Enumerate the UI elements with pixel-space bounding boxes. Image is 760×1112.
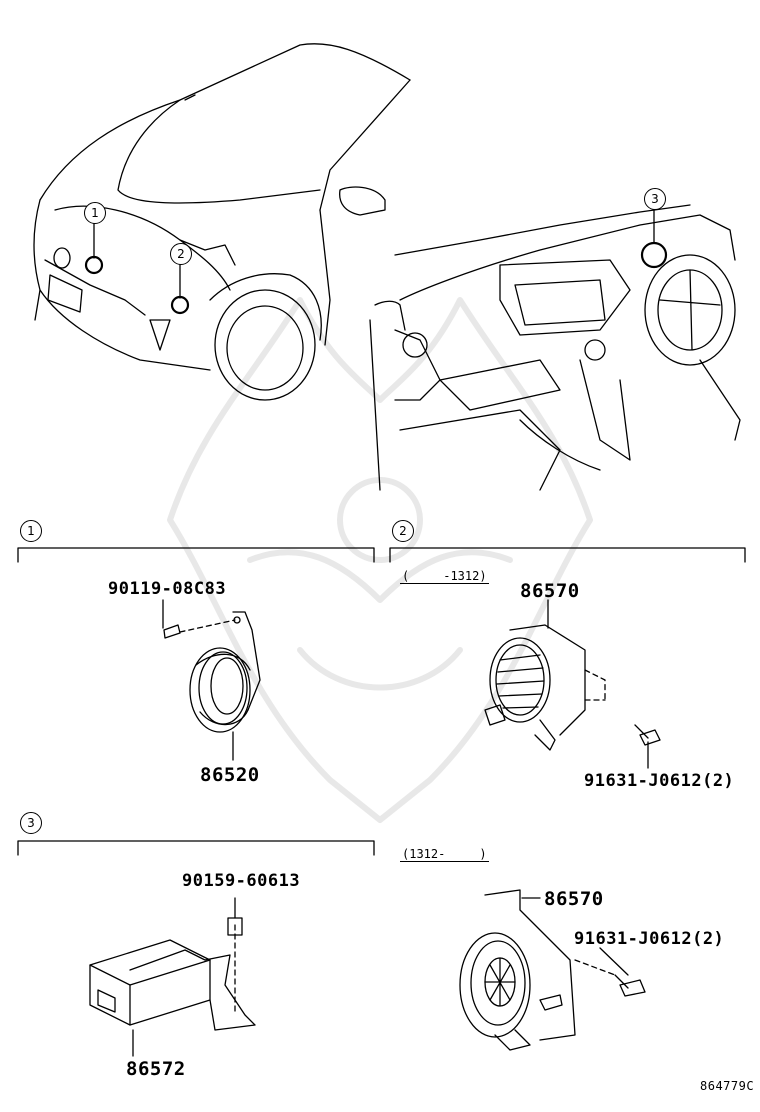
watermark-emblem	[167, 297, 593, 823]
part-label-86572: 86572	[126, 1058, 186, 1080]
part-label-90159-60613: 90159-60613	[182, 871, 301, 891]
figure-id: 864779C	[700, 1079, 755, 1093]
controller-illustration	[89, 897, 256, 1057]
horn-illustration	[162, 599, 261, 761]
car-front-illustration	[33, 43, 411, 401]
range-note-from-1312: (1312-)	[400, 847, 489, 862]
dashboard-illustration	[369, 204, 741, 491]
range-note-until-1312: (-1312)	[400, 569, 489, 584]
speaker-a-illustration	[484, 599, 661, 769]
part-label-86570-lower: 86570	[544, 888, 604, 910]
section-3-number: 3	[20, 812, 42, 834]
callout-1-badge: 1	[84, 202, 106, 224]
section-1-number: 1	[20, 520, 42, 542]
section-2-number: 2	[392, 520, 414, 542]
callout-3-badge: 3	[644, 188, 666, 210]
section-3-frame	[17, 840, 375, 856]
section-1-frame	[17, 547, 375, 563]
callout-2-badge: 2	[170, 243, 192, 265]
part-label-86570-upper: 86570	[520, 580, 580, 602]
part-label-90119-08C83: 90119-08C83	[108, 579, 227, 599]
part-label-86520: 86520	[200, 764, 260, 786]
speaker-b-illustration	[459, 889, 646, 1051]
section-2-frame	[389, 547, 746, 563]
part-label-91631-J0612-upper: 91631-J0612(2)	[584, 771, 735, 791]
part-label-91631-J0612-lower: 91631-J0612(2)	[574, 929, 725, 949]
